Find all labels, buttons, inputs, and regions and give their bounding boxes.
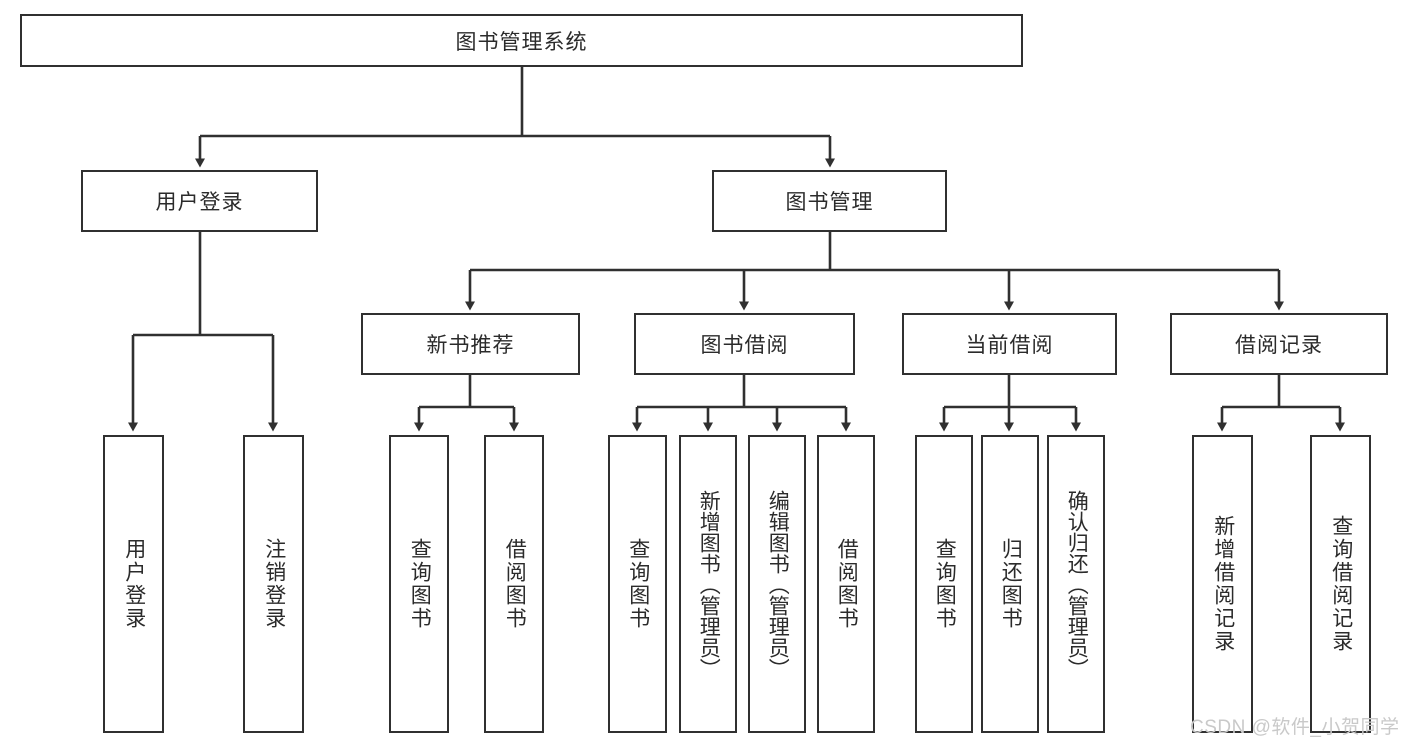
- leaf-user-login-signout[interactable]: 注销登录: [243, 435, 304, 733]
- leaf-borrow-edit-book-admin[interactable]: 编辑图书（管理员）: [748, 435, 806, 733]
- leaf-borrow-add-book-admin[interactable]: 新增图书（管理员）: [679, 435, 737, 733]
- tree-edges: [128, 67, 1345, 432]
- leaf-record-query-borrow-record[interactable]: 查询借阅记录: [1310, 435, 1371, 733]
- node-new-book-recommend[interactable]: 新书推荐: [361, 313, 580, 375]
- leaf-borrow-query-book[interactable]: 查询图书: [608, 435, 667, 733]
- node-book-management[interactable]: 图书管理: [712, 170, 947, 232]
- leaf-current-query-book[interactable]: 查询图书: [915, 435, 973, 733]
- leaf-current-confirm-return-admin[interactable]: 确认归还（管理员）: [1047, 435, 1105, 733]
- leaf-recommend-query-book[interactable]: 查询图书: [389, 435, 449, 733]
- node-book-borrow[interactable]: 图书借阅: [634, 313, 855, 375]
- leaf-user-login-signin[interactable]: 用户登录: [103, 435, 164, 733]
- node-borrow-record[interactable]: 借阅记录: [1170, 313, 1388, 375]
- leaf-record-add-borrow-record[interactable]: 新增借阅记录: [1192, 435, 1253, 733]
- leaf-current-return-book[interactable]: 归还图书: [981, 435, 1039, 733]
- node-user-login[interactable]: 用户登录: [81, 170, 318, 232]
- leaf-borrow-borrow-book[interactable]: 借阅图书: [817, 435, 875, 733]
- csdn-watermark: CSDN @软件_小贺同学: [1190, 717, 1400, 738]
- node-current-borrow[interactable]: 当前借阅: [902, 313, 1117, 375]
- node-root-book-management-system[interactable]: 图书管理系统: [20, 14, 1023, 67]
- leaf-recommend-borrow-book[interactable]: 借阅图书: [484, 435, 544, 733]
